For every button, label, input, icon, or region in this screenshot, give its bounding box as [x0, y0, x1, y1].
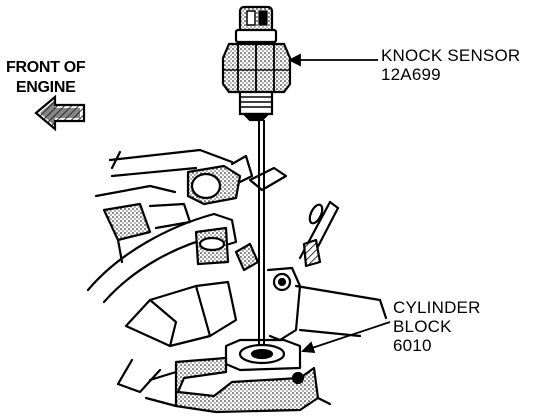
cylinder-block-leader — [305, 321, 391, 351]
knock-sensor-label: KNOCK SENSOR 12A699 — [381, 46, 520, 84]
cylinder-block-line1: CYLINDER — [393, 298, 481, 317]
cylinder-block-leader-arrowhead-icon — [301, 341, 316, 354]
installation-line — [258, 120, 265, 352]
knock-sensor-part-number: 12A699 — [381, 65, 441, 84]
knock-sensor-part — [221, 5, 292, 122]
cylinder-block-line2: BLOCK — [393, 317, 452, 336]
leader-lines — [287, 53, 391, 354]
front-of-engine-arrow-icon — [34, 94, 86, 132]
knock-sensor-leader-arrowhead-icon — [287, 53, 301, 67]
knock-sensor-name: KNOCK SENSOR — [381, 46, 521, 65]
engine-block-drawing — [86, 148, 388, 414]
cylinder-block-label: CYLINDER BLOCK 6010 — [393, 298, 481, 355]
front-of-engine-label: FRONT OF ENGINE — [6, 58, 86, 98]
front-of-engine-line2: ENGINE — [15, 79, 76, 96]
front-of-engine-line1: FRONT OF — [6, 59, 86, 76]
cylinder-block-part-number: 6010 — [393, 336, 432, 355]
